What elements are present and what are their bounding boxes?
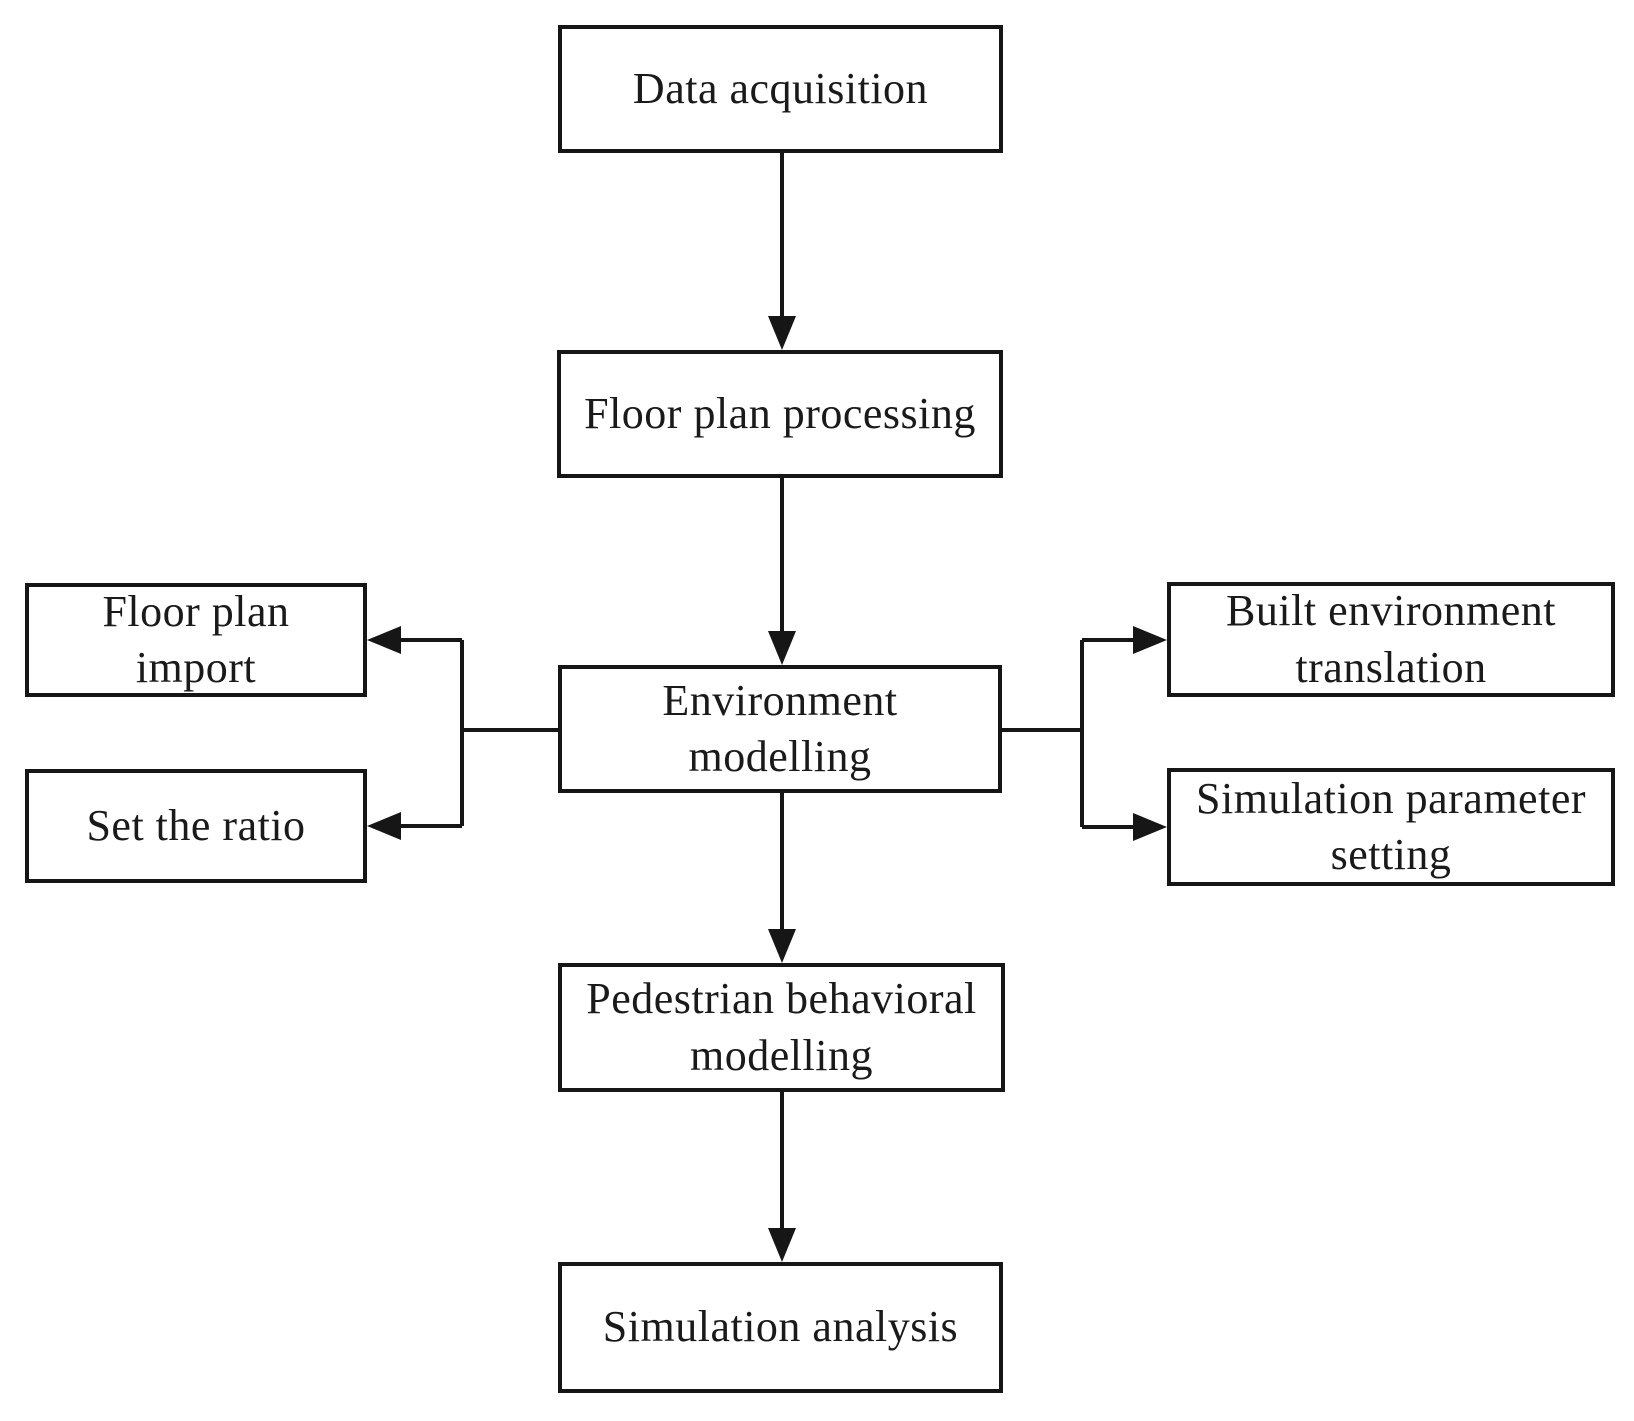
arrowhead-left-set-the-ratio — [367, 812, 401, 840]
node-pedestrian-behavioral-modelling: Pedestrian behavioral modelling — [558, 963, 1005, 1092]
arrowhead-down-environment — [768, 631, 796, 665]
arrowhead-down-pedestrian — [768, 929, 796, 963]
arrowhead-down-processing — [768, 316, 796, 350]
arrowhead-left-floor-plan-import — [367, 626, 401, 654]
node-label-floor-plan-import: Floor plan import — [102, 586, 290, 692]
arrowhead-right-parameter-setting — [1133, 813, 1167, 841]
node-label-data-acquisition: Data acquisition — [632, 63, 929, 113]
node-simulation-analysis: Simulation analysis — [558, 1262, 1003, 1393]
node-set-the-ratio: Set the ratio — [25, 769, 367, 883]
arrowhead-down-analysis — [768, 1228, 796, 1262]
node-data-acquisition: Data acquisition — [558, 25, 1003, 153]
node-label-set-the-ratio: Set the ratio — [86, 800, 306, 850]
node-label-floor-plan-processing: Floor plan processing — [584, 388, 976, 438]
node-label-simulation-analysis: Simulation analysis — [602, 1302, 959, 1352]
arrowhead-right-built-environment — [1133, 626, 1167, 654]
node-environment-modelling: Environment modelling — [558, 665, 1002, 793]
node-simulation-parameter-setting: Simulation parameter setting — [1167, 768, 1615, 886]
node-floor-plan-import: Floor plan import — [25, 583, 367, 697]
node-floor-plan-processing: Floor plan processing — [557, 350, 1003, 478]
node-label-pedestrian-behavioral-modelling: Pedestrian behavioral modelling — [586, 974, 977, 1080]
node-built-environment-translation: Built environment translation — [1167, 582, 1615, 697]
node-label-simulation-parameter-setting: Simulation parameter setting — [1196, 773, 1586, 879]
node-label-environment-modelling: Environment modelling — [662, 675, 898, 781]
node-label-built-environment-translation: Built environment translation — [1226, 586, 1556, 692]
